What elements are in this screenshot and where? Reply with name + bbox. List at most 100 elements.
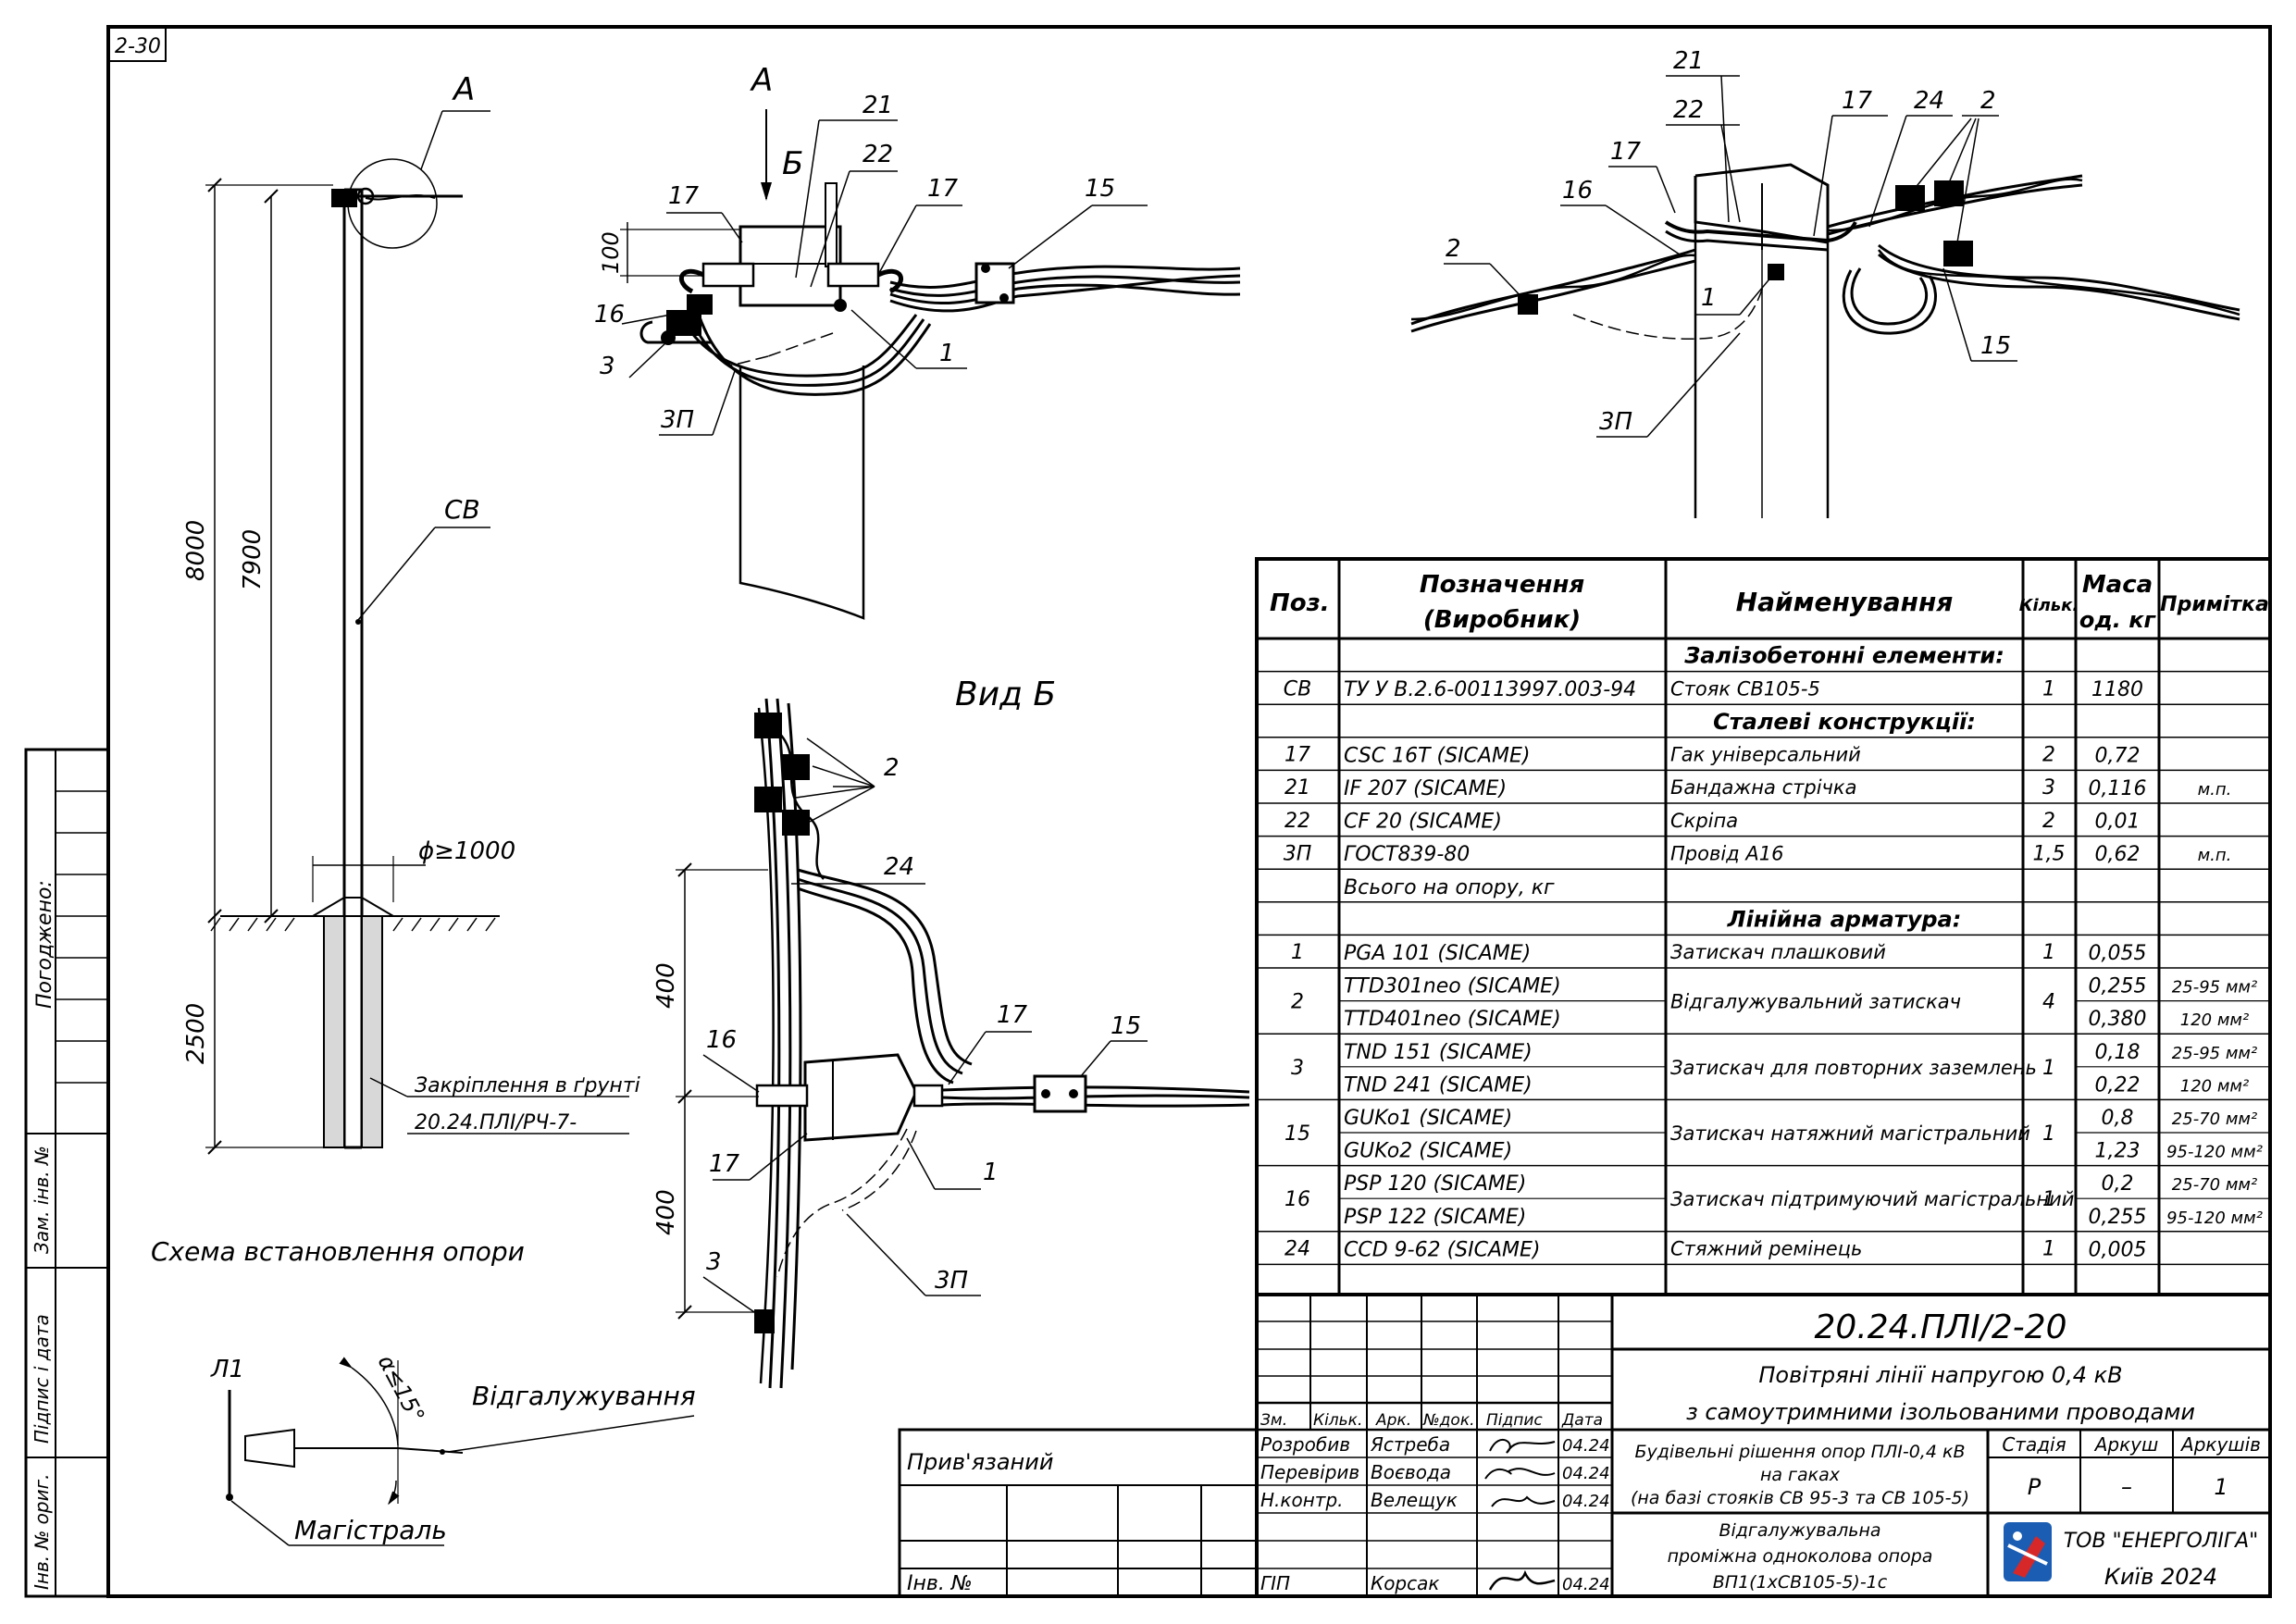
spec-qty: 1 <box>2042 1122 2055 1146</box>
spec-note: 120 мм² <box>2180 1076 2249 1096</box>
callout-15: 15 <box>1085 175 1115 203</box>
callout-3p: 3П <box>661 406 694 434</box>
role-checker: Перевірив <box>1260 1461 1359 1483</box>
main-label: Магістраль <box>294 1515 447 1545</box>
spec-pos: 21 <box>1285 776 1310 800</box>
spec-designation: CCD 9-62 (SICAME) <box>1344 1238 1541 1261</box>
spec-note: 120 мм² <box>2180 1010 2249 1030</box>
spec-designation: TND 151 (SICAME) <box>1344 1041 1533 1064</box>
stamp-orig-inv: Інв. № ориг. <box>31 1474 53 1590</box>
th-designation: Позначення <box>1420 571 1584 599</box>
tb-col-sign: Підпис <box>1486 1411 1543 1430</box>
spec-designation: Всього на опору, кг <box>1344 876 1555 899</box>
spec-designation: PSP 122 (SICAME) <box>1344 1206 1526 1229</box>
iso-callout-21: 21 <box>1673 47 1704 75</box>
ground-fix-ref: 20.24.ПЛІ/РЧ-7- <box>415 1111 577 1134</box>
date-norm-control: 04.24 <box>1562 1492 1610 1511</box>
spec-note: 25-70 мм² <box>2172 1110 2257 1129</box>
spec-name: Стояк СВ105-5 <box>1670 677 1820 700</box>
iso-callout-15: 15 <box>1980 332 2011 360</box>
spec-qty: 1 <box>2042 1057 2055 1080</box>
detail-a-title: А <box>750 62 773 99</box>
isometric-view: 21 22 17 24 2 17 16 2 1 3П 15 <box>1410 47 2240 518</box>
iso-callout-1: 1 <box>1701 284 1717 312</box>
spec-designation: ГОСТ839-80 <box>1344 843 1470 866</box>
spec-note: 25-95 мм² <box>2172 1044 2257 1063</box>
spec-name: Відгалужувальний затискач <box>1670 991 1961 1013</box>
dim-8000: 8000 <box>182 520 210 581</box>
th-mass: Маса <box>2082 571 2153 599</box>
spec-mass: 0,116 <box>2089 777 2147 800</box>
tb-col-sheet: Арк. <box>1375 1411 1411 1430</box>
project-line2: з самоутримними ізольованими проводами <box>1686 1399 2195 1425</box>
th-manufacturer: (Виробник) <box>1423 606 1581 634</box>
spec-qty: 4 <box>2042 991 2055 1014</box>
spec-qty: 2 <box>2042 810 2055 833</box>
tb-col-qty: Кільк. <box>1313 1411 1362 1430</box>
sheet-label: Аркуш <box>2093 1433 2159 1456</box>
detail-a: А Б 100 <box>594 62 1241 620</box>
name-checker: Воєвода <box>1371 1461 1451 1483</box>
spec-mass: 0,01 <box>2095 811 2141 834</box>
spec-pos: 22 <box>1285 810 1310 833</box>
vb-callout-16: 16 <box>706 1026 737 1054</box>
signature-checker <box>1484 1468 1556 1480</box>
th-name: Найменування <box>1736 587 1954 617</box>
iso-callout-16: 16 <box>1562 177 1593 205</box>
iso-callout-2-left: 2 <box>1446 235 1461 263</box>
spec-name: Стяжний ремінець <box>1670 1238 1862 1260</box>
diameter-label: ϕ≥1000 <box>418 837 515 865</box>
vb-callout-3: 3 <box>706 1248 722 1276</box>
spec-name: Затискач плашковий <box>1670 941 1886 963</box>
ground-fix-label: Закріплення в ґрунті <box>415 1074 640 1097</box>
vb-callout-17-right: 17 <box>997 1001 1028 1029</box>
spec-mass: 1,23 <box>2095 1140 2141 1163</box>
sheet-code: 2-30 <box>115 35 161 58</box>
spec-qty: 1 <box>2042 1188 2055 1211</box>
spec-name: Скріпа <box>1670 810 1738 832</box>
spec-pos: 15 <box>1285 1122 1310 1146</box>
spec-pos: 24 <box>1285 1238 1310 1261</box>
spec-mass: 1180 <box>2091 678 2143 701</box>
th-qty: Кільк. <box>2019 596 2079 615</box>
spec-designation: GUKo1 (SICAME) <box>1344 1107 1512 1130</box>
vb-callout-2: 2 <box>884 754 900 782</box>
attached-label: Прив'язаний <box>907 1449 1053 1475</box>
date-developer: 04.24 <box>1562 1436 1610 1456</box>
spec-designation: GUKo2 (SICAME) <box>1344 1140 1512 1163</box>
spec-pos: 17 <box>1285 744 1310 767</box>
spec-designation: IF 207 (SICAME) <box>1344 777 1507 800</box>
installation-scheme: А 8000 2500 7900 СВ <box>151 71 640 1267</box>
iso-callout-22: 22 <box>1673 96 1704 124</box>
spec-name: Затискач підтримуючий магістральний <box>1670 1188 2074 1210</box>
spec-name: Гак універсальний <box>1670 744 1861 766</box>
spec-qty: 1 <box>2042 1238 2055 1261</box>
stamp-replaced-inv: Зам. інв. № <box>31 1146 53 1254</box>
spec-mass: 0,22 <box>2095 1073 2141 1097</box>
angle-label: α≤15° <box>373 1351 430 1427</box>
spec-section-title: Залізобетонні елементи: <box>1683 643 2004 669</box>
spec-name: Провід А16 <box>1670 842 1783 864</box>
role-developer: Розробив <box>1260 1433 1350 1456</box>
callout-22: 22 <box>863 141 893 168</box>
spec-note: 95-120 мм² <box>2166 1143 2263 1162</box>
branch-scheme: Л1 Відгалужування α≤15° Магістраль <box>210 1351 696 1546</box>
spec-note: 25-95 мм² <box>2172 978 2257 998</box>
callout-21: 21 <box>863 92 893 119</box>
callout-16: 16 <box>594 301 625 329</box>
arrow-b-label: Б <box>782 145 803 182</box>
vb-callout-24: 24 <box>884 853 914 881</box>
spec-designation: PGA 101 (SICAME) <box>1344 942 1531 965</box>
spec-pos: 2 <box>1291 991 1304 1014</box>
dim-2500: 2500 <box>182 1003 210 1064</box>
spec-designation: ТУ У В.2.6-00113997.003-94 <box>1344 678 1636 701</box>
signature-norm-control <box>1491 1495 1556 1507</box>
view-b: Вид Б <box>652 676 1250 1389</box>
spec-note: 25-70 мм² <box>2172 1175 2257 1195</box>
spec-section-title: Лінійна арматура: <box>1727 906 1962 932</box>
drawing-line3: ВП1(1хСВ105-5)-1с <box>1713 1572 1888 1593</box>
spec-pos: 3 <box>1291 1057 1304 1080</box>
section-line3: (на базі стояків СВ 95-3 та СВ 105-5) <box>1631 1488 1969 1508</box>
branch-label: Відгалужування <box>472 1381 696 1411</box>
